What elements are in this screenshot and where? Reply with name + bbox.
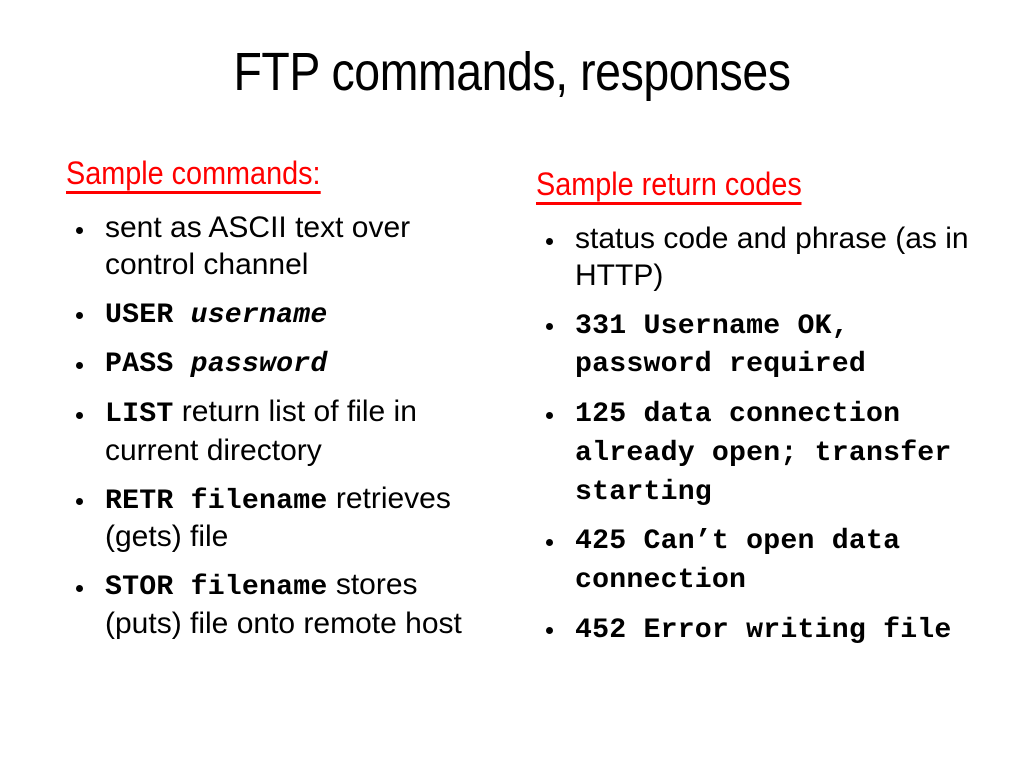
text-run: 425 Can’t open data connection xyxy=(575,526,901,596)
sample-return-codes-heading: Sample return codes xyxy=(536,168,802,205)
list-item: RETR filename retrieves (gets) file xyxy=(66,481,498,557)
bullet-dot-icon xyxy=(76,498,83,506)
text-run: 331 Username OK, password required xyxy=(575,310,866,381)
return-code-code-331: 331 Username OK, password required xyxy=(575,307,866,381)
command-retr-cmd: RETR filename retrieves (gets) file xyxy=(105,482,451,554)
text-run: username xyxy=(190,299,328,331)
text-run: 452 Error writing file xyxy=(575,614,952,646)
command-user-cmd: USER username xyxy=(105,296,328,331)
bullet-dot-icon xyxy=(546,323,553,331)
text-run: RETR filename xyxy=(105,485,328,517)
list-item: 331 Username OK, password required xyxy=(536,306,998,383)
bullet-dot-icon xyxy=(76,361,83,369)
bullet-dot-icon xyxy=(76,411,83,419)
text-run: LIST xyxy=(105,399,174,431)
bullet-dot-icon xyxy=(546,538,553,546)
bullet-dot-icon xyxy=(546,238,553,246)
command-stor-cmd: STOR filename stores (puts) file onto re… xyxy=(105,568,462,640)
list-item: LIST return list of file in current dire… xyxy=(66,394,498,470)
sample-return-codes-list: status code and phrase (as in HTTP) 331 U… xyxy=(536,221,998,659)
list-item: STOR filename stores (puts) file onto re… xyxy=(66,567,498,643)
sample-return-codes-heading-text: Sample return codes xyxy=(536,168,802,205)
return-code-code-452: 452 Error writing file xyxy=(575,611,952,646)
bullet-dot-icon xyxy=(546,626,553,634)
text-run: USER xyxy=(105,299,191,331)
command-ascii-text: sent as ASCII text over control channel xyxy=(105,211,410,281)
return-code-code-125: 125 data connection already open; transf… xyxy=(575,395,952,508)
bullet-dot-icon xyxy=(76,584,83,592)
text-run: PASS xyxy=(105,349,191,381)
list-item: PASS password xyxy=(66,344,498,383)
text-run: sent as ASCII text over control channel xyxy=(105,211,411,281)
list-item: 425 Can’t open data connection xyxy=(536,521,998,598)
text-run: 125 data connection already open; transf… xyxy=(575,399,952,508)
bullet-dot-icon xyxy=(76,312,83,320)
text-run: retrieves (gets) file xyxy=(105,481,451,554)
list-item: sent as ASCII text over control channel xyxy=(66,210,498,284)
sample-commands-heading-text: Sample commands: xyxy=(66,157,321,194)
return-code-status-phrase: status code and phrase (as in HTTP) xyxy=(575,222,969,292)
text-run: status code and phrase (as in HTTP) xyxy=(575,222,969,292)
list-item: USER username xyxy=(66,295,498,334)
text-run: return list of file in current directory xyxy=(105,395,417,467)
sample-commands-heading: Sample commands: xyxy=(66,157,321,194)
text-run: stores (puts) file onto remote host xyxy=(105,568,462,640)
list-item: status code and phrase (as in HTTP) xyxy=(536,221,998,295)
list-item: 452 Error writing file xyxy=(536,610,998,649)
text-run: password xyxy=(190,349,328,381)
bullet-dot-icon xyxy=(76,227,83,235)
command-list-cmd: LIST return list of file in current dire… xyxy=(105,395,417,467)
command-pass-cmd: PASS password xyxy=(105,345,328,381)
page-title: FTP commands, responses xyxy=(233,42,791,102)
bullet-dot-icon xyxy=(546,411,553,419)
return-code-code-425: 425 Can’t open data connection xyxy=(575,522,901,596)
text-run: STOR filename xyxy=(105,572,328,604)
list-item: 125 data connection already open; transf… xyxy=(536,394,998,510)
